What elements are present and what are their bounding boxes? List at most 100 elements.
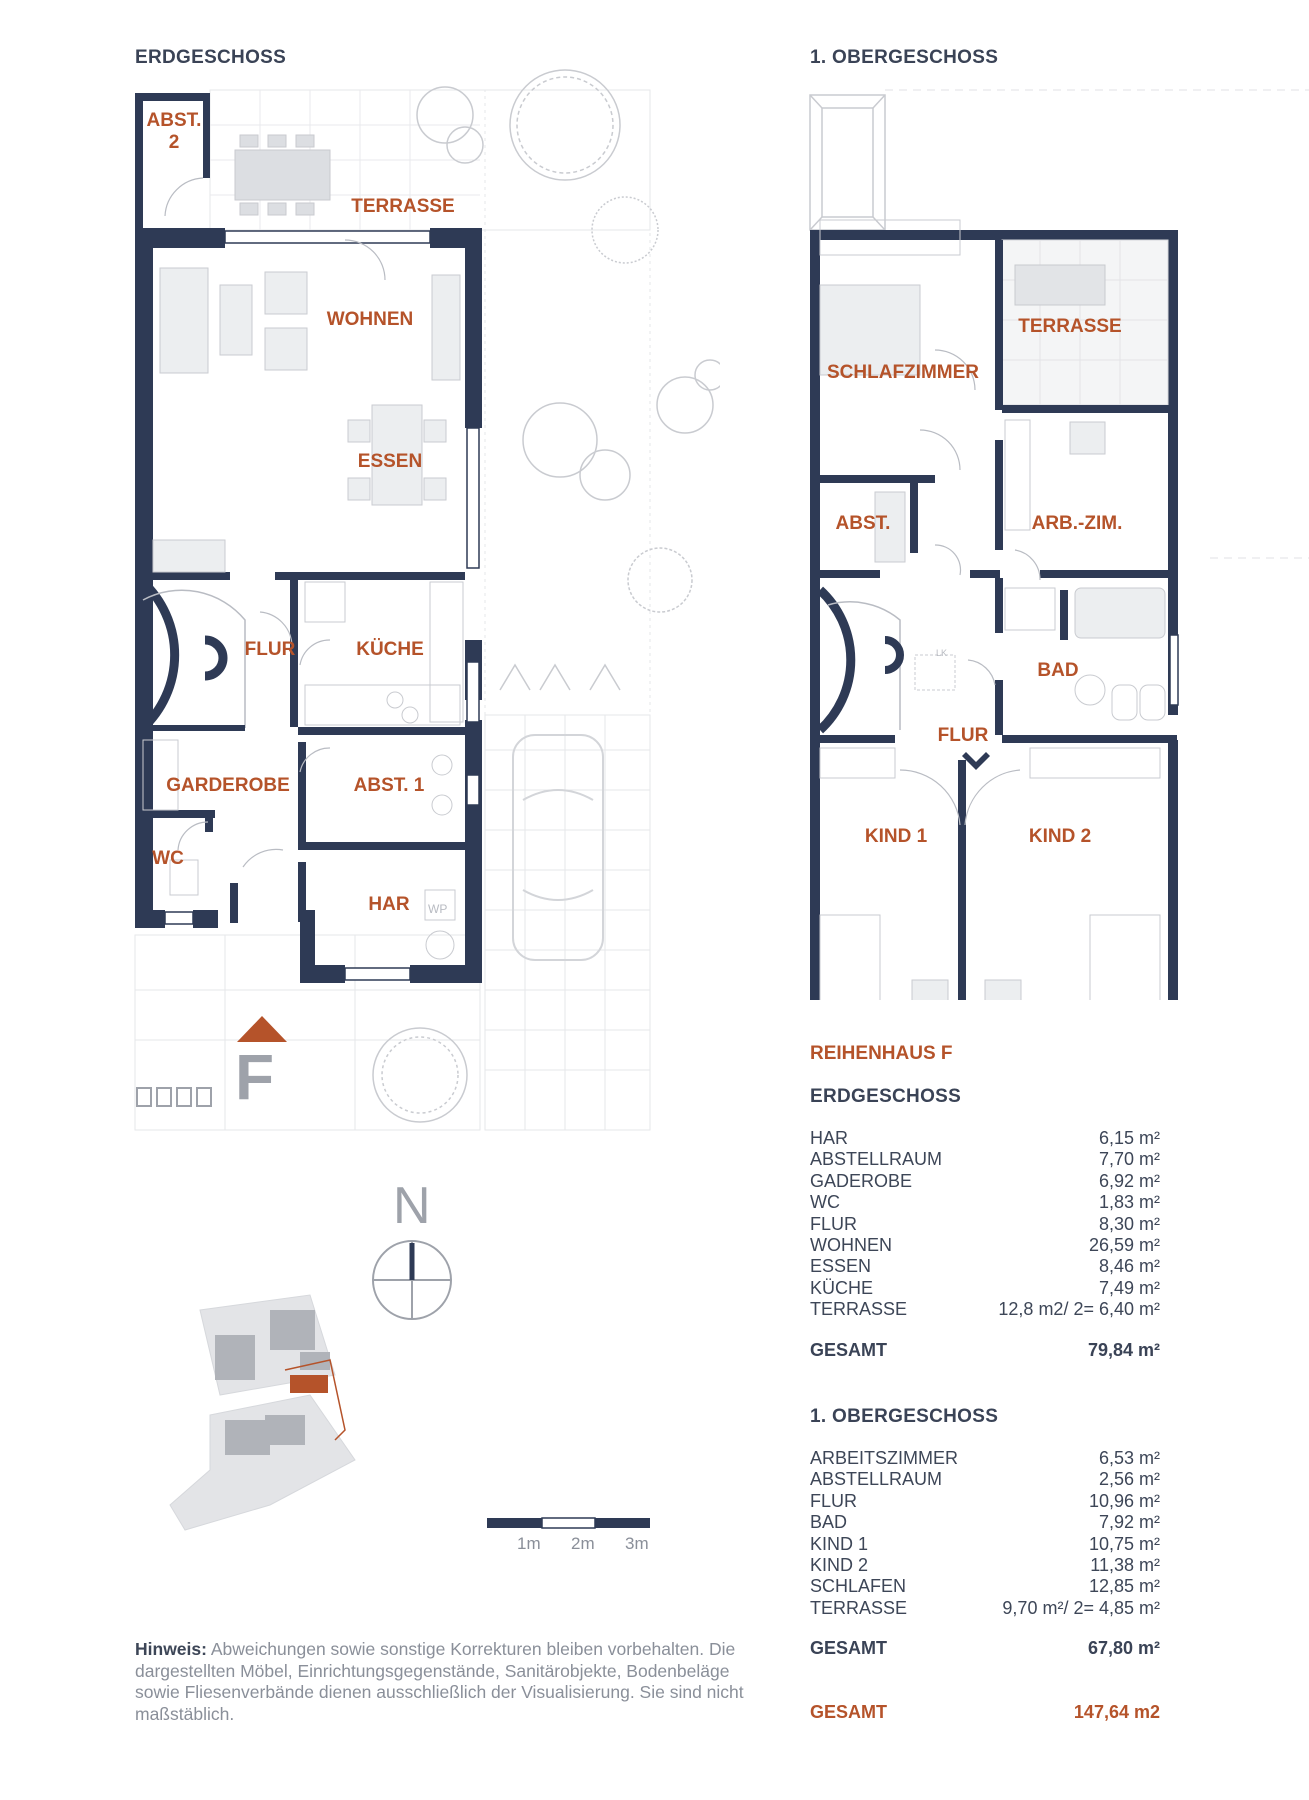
ground-floor-plan xyxy=(134,69,720,1131)
area-row: WC 1,83 m² xyxy=(810,1192,1160,1213)
note-text: Abweichungen sowie sonstige Korrekturen … xyxy=(135,1639,744,1724)
area-value: 6,92 m² xyxy=(1098,1170,1160,1191)
terrace-table xyxy=(234,134,331,216)
room-label-abst-og: ABST. xyxy=(835,513,891,534)
house-letter: F xyxy=(235,1041,275,1113)
room-label-terrasse: TERRASSE xyxy=(351,196,455,217)
area-name: HAR xyxy=(810,1128,849,1148)
tree-icon xyxy=(372,69,720,1123)
area-name: ARBEITSZIMMER xyxy=(810,1448,959,1468)
area-value: 6,15 m² xyxy=(1098,1128,1160,1148)
car-outline xyxy=(512,734,604,961)
upper-area-title: 1. OBERGESCHOSS xyxy=(810,1406,999,1427)
area-name: KÜCHE xyxy=(810,1277,874,1298)
room-label-arbzim: ARB.-ZIM. xyxy=(1031,513,1123,534)
area-value: 10,75 m² xyxy=(1088,1533,1160,1554)
room-label-abst2: ABST. 2 xyxy=(147,110,202,154)
area-value: 7,92 m² xyxy=(1098,1512,1160,1533)
area-value: 9,70 m²/ 2= 4,85 m² xyxy=(1002,1597,1160,1618)
area-row: BAD 7,92 m² xyxy=(810,1512,1160,1533)
scale-bar xyxy=(487,1517,650,1529)
room-label-flur: FLUR xyxy=(244,639,296,660)
room-label-kind1: KIND 1 xyxy=(864,826,928,847)
area-value: 7,49 m² xyxy=(1098,1277,1160,1298)
area-name: BAD xyxy=(810,1512,848,1533)
area-row: GADEROBE 6,92 m² xyxy=(810,1171,1160,1192)
ground-total-value: 79,84 m² xyxy=(1087,1340,1160,1360)
ground-floor-title: ERDGESCHOSS xyxy=(135,47,287,68)
ground-area-title: ERDGESCHOSS xyxy=(810,1086,962,1107)
ground-total-label: GESAMT xyxy=(810,1340,888,1360)
area-name: KIND 1 xyxy=(810,1533,869,1554)
area-name: KIND 2 xyxy=(810,1554,869,1575)
heat-pump-label: WP xyxy=(428,902,448,916)
area-value: 11,38 m² xyxy=(1090,1554,1160,1575)
upper-total-row: GESAMT 67,80 m² xyxy=(810,1638,1160,1659)
area-row: ARBEITSZIMMER 6,53 m² xyxy=(810,1448,1160,1469)
area-name: ABSTELLRAUM xyxy=(810,1149,943,1170)
note-label: Hinweis: xyxy=(135,1639,207,1659)
room-label-essen: ESSEN xyxy=(357,451,423,472)
upper-total-label: GESAMT xyxy=(810,1638,888,1658)
house-marker xyxy=(136,1016,287,1107)
area-name: TERRASSE xyxy=(810,1299,908,1320)
area-name: WC xyxy=(810,1192,840,1213)
area-name: TERRASSE xyxy=(810,1597,908,1618)
scale-label-1m: 1m xyxy=(517,1534,541,1553)
grand-total-label: GESAMT xyxy=(810,1702,888,1722)
room-label-bad: BAD xyxy=(1037,660,1079,681)
area-value: 12,8 m2/ 2= 6,40 m² xyxy=(998,1299,1160,1320)
room-label-garderobe: GARDEROBE xyxy=(166,775,290,796)
room-label-wc: WC xyxy=(152,848,184,869)
area-value: 6,53 m² xyxy=(1098,1448,1160,1468)
area-value: 1,83 m² xyxy=(1098,1192,1160,1213)
area-row: ABSTELLRAUM 7,70 m² xyxy=(810,1149,1160,1170)
room-label-flur-og: FLUR xyxy=(937,725,989,746)
compass-icon xyxy=(372,1240,452,1320)
area-value: 8,30 m² xyxy=(1098,1213,1160,1234)
room-label-kueche: KÜCHE xyxy=(356,639,424,660)
interior-walls xyxy=(135,572,465,923)
room-label-abst1: ABST. 1 xyxy=(353,775,425,796)
compass-north-label: N xyxy=(393,1177,431,1235)
area-row: TERRASSE 9,70 m²/ 2= 4,85 m² xyxy=(810,1598,1160,1619)
abst2-walls xyxy=(135,93,210,233)
area-row: KIND 1 10,75 m² xyxy=(810,1534,1160,1555)
area-name: SCHLAFEN xyxy=(810,1576,907,1597)
area-row: KIND 2 11,38 m² xyxy=(810,1555,1160,1576)
area-value: 12,85 m² xyxy=(1088,1576,1160,1597)
ground-total-row: GESAMT 79,84 m² xyxy=(810,1340,1160,1361)
ground-area-list: HAR 6,15 m² ABSTELLRAUM 7,70 m² GADEROBE 6,… xyxy=(810,1128,1160,1321)
area-name: ABSTELLRAUM xyxy=(810,1469,943,1490)
area-value: 10,96 m² xyxy=(1088,1490,1160,1511)
house-title: REIHENHAUS F xyxy=(810,1043,953,1064)
area-value: 8,46 m² xyxy=(1098,1256,1160,1277)
grand-total-value: 147,64 m2 xyxy=(1073,1702,1160,1722)
area-name: ESSEN xyxy=(810,1256,872,1277)
area-row: SCHLAFEN 12,85 m² xyxy=(810,1576,1160,1597)
site-plan xyxy=(169,1294,356,1531)
area-row: TERRASSE 12,8 m2/ 2= 6,40 m² xyxy=(810,1299,1160,1320)
scale-label-3m: 3m xyxy=(625,1534,649,1553)
area-name: FLUR xyxy=(810,1213,858,1234)
area-name: GADEROBE xyxy=(810,1170,913,1191)
grand-total-row: GESAMT 147,64 m2 xyxy=(810,1702,1160,1723)
area-value: 7,70 m² xyxy=(1098,1149,1160,1170)
room-label-wohnen: WOHNEN xyxy=(326,309,414,330)
area-row: HAR 6,15 m² xyxy=(810,1128,1160,1149)
upper-floor-plan xyxy=(809,89,1309,1000)
lk-label: LK xyxy=(936,648,948,658)
room-label-terrasse-og: TERRASSE xyxy=(1018,316,1122,337)
room-label-kind2: KIND 2 xyxy=(1028,826,1092,847)
disclaimer-note: Hinweis: Abweichungen sowie sonstige Kor… xyxy=(135,1639,775,1725)
room-label-abst2-line2: 2 xyxy=(168,132,180,153)
room-label-schlafzimmer: SCHLAFZIMMER xyxy=(827,362,979,383)
room-label-abst2-line1: ABST. xyxy=(146,110,202,131)
room-label-har: HAR xyxy=(368,894,410,915)
area-row: FLUR 8,30 m² xyxy=(810,1214,1160,1235)
scale-label-2m: 2m xyxy=(571,1534,595,1553)
